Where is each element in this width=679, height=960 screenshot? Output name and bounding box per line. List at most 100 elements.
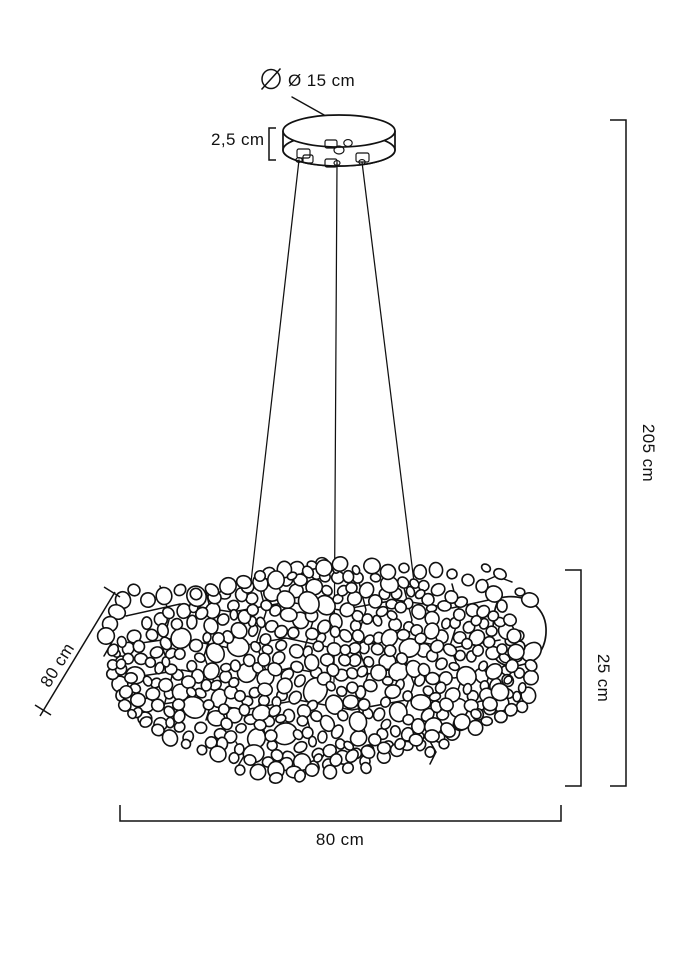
- diameter-symbol-icon: [260, 67, 282, 91]
- shade-bubble-edge: [412, 564, 428, 580]
- shade-bubble-edge: [408, 733, 424, 747]
- shade-bubble: [381, 675, 394, 686]
- shade-bubble: [117, 698, 132, 713]
- shade-bubble: [396, 628, 411, 642]
- shade-bubble: [158, 677, 174, 693]
- shade-bubble: [257, 682, 274, 697]
- shade-bubble: [303, 653, 320, 672]
- shade-bubble: [230, 621, 248, 640]
- shade-bubble: [485, 663, 503, 680]
- shade-bubble: [238, 703, 251, 717]
- shade-bubble: [310, 710, 323, 723]
- shade-bubble: [290, 660, 304, 674]
- shade-bubble: [380, 628, 399, 648]
- shade-bubble: [380, 718, 392, 730]
- shade-bubble: [437, 599, 452, 612]
- shade-bubble-edge: [496, 599, 508, 613]
- shade-bubble: [235, 722, 247, 734]
- shade-bubble: [339, 602, 356, 618]
- shade-bubble-edge: [506, 628, 522, 644]
- shade-bubble-edge: [293, 769, 307, 783]
- shade-bubble-edge: [480, 563, 492, 573]
- shade-bubble: [259, 633, 272, 646]
- shade-bubble: [389, 725, 401, 738]
- canopy-diameter-label: Ø 15 cm: [288, 71, 355, 90]
- shade-bubble-edge: [438, 738, 450, 750]
- shade-bubble-edge: [96, 626, 116, 646]
- shade-bubble: [216, 613, 230, 626]
- shade-bubble-edge: [235, 574, 253, 590]
- shade-bubble: [439, 697, 454, 712]
- canopy-hole-round-upper: [343, 139, 353, 147]
- shade-bubble: [372, 614, 383, 627]
- shade-bubble-edge: [345, 748, 359, 764]
- shade-bubble-edge: [424, 729, 440, 743]
- shade-bubble: [171, 698, 186, 712]
- shade-bubble: [312, 640, 325, 653]
- shade-bubble: [386, 610, 398, 621]
- shade-bubble-edge: [155, 586, 173, 606]
- shade-bubble: [301, 726, 314, 740]
- shade-bubble-edge: [139, 716, 153, 728]
- shade-bubble-edge: [161, 729, 179, 747]
- canopy-hole-slot-left-inner: [302, 154, 314, 164]
- shade-bubble: [276, 677, 293, 695]
- shade-bubble: [410, 693, 432, 711]
- shade-bubble: [186, 614, 198, 630]
- shade-bubble-edge: [313, 753, 323, 763]
- bubble-cluster-shade: [96, 556, 547, 784]
- shade-bubble-edge: [363, 557, 381, 575]
- shade-bubble: [229, 659, 242, 673]
- canopy-height-label: 2,5 cm: [211, 130, 264, 149]
- shade-bubble: [116, 635, 128, 649]
- shade-bubble-edge: [249, 763, 267, 781]
- shade-bubble: [402, 713, 415, 726]
- shade-width-annotation: 80 cm: [119, 805, 562, 849]
- canopy-hole-round-center: [333, 145, 345, 155]
- shade-bubble-edge: [482, 696, 498, 712]
- shade-bubble: [161, 606, 175, 620]
- shade-bubble-edge: [428, 561, 444, 579]
- shade-height-bracket: [565, 569, 582, 787]
- shade-bubble-edge: [268, 772, 284, 784]
- shade-bubble: [307, 735, 318, 748]
- shade-bubble: [370, 664, 388, 682]
- shade-bubble: [512, 690, 522, 703]
- shade-bubble: [496, 643, 508, 655]
- shade-bubble: [193, 652, 206, 663]
- shade-bubble: [246, 603, 259, 617]
- cable-left: [250, 159, 300, 583]
- shade-bubble: [448, 661, 460, 672]
- shade-bubble-edge: [398, 562, 410, 574]
- shade-bubble: [202, 631, 212, 644]
- shade-bubble: [165, 716, 176, 729]
- shade-bubble: [319, 653, 335, 667]
- shade-bubble: [523, 669, 539, 686]
- canopy-hole-slot-top: [324, 139, 338, 149]
- shade-bubble-edge: [301, 565, 315, 579]
- shade-bubble: [210, 688, 228, 709]
- shade-bubble: [296, 715, 309, 727]
- shade-bubble: [217, 703, 230, 716]
- shade-depth-label: 80 cm: [36, 640, 78, 691]
- shade-bubble: [287, 626, 300, 640]
- shade-bubble: [145, 686, 161, 701]
- shade-bubble-edge: [322, 764, 338, 780]
- shade-bubble: [356, 665, 369, 678]
- shade-bubble: [288, 643, 305, 659]
- shade-bubble-edge: [331, 556, 349, 572]
- shade-bubble: [292, 728, 304, 741]
- shade-bubble: [339, 644, 352, 656]
- shade-bubble: [429, 639, 445, 654]
- shade-bubble: [150, 698, 165, 713]
- shade-bubble: [149, 646, 164, 659]
- cable-anchor-right: [358, 159, 366, 165]
- shade-bubble-edge: [453, 713, 471, 731]
- shade-bubble: [145, 628, 159, 642]
- ceiling-canopy: [282, 114, 396, 168]
- shade-bubble-edge: [394, 737, 406, 751]
- shade-bubble: [274, 624, 289, 639]
- shade-bubble: [305, 627, 320, 641]
- shade-bubble: [297, 590, 320, 615]
- shade-bubble: [220, 717, 233, 731]
